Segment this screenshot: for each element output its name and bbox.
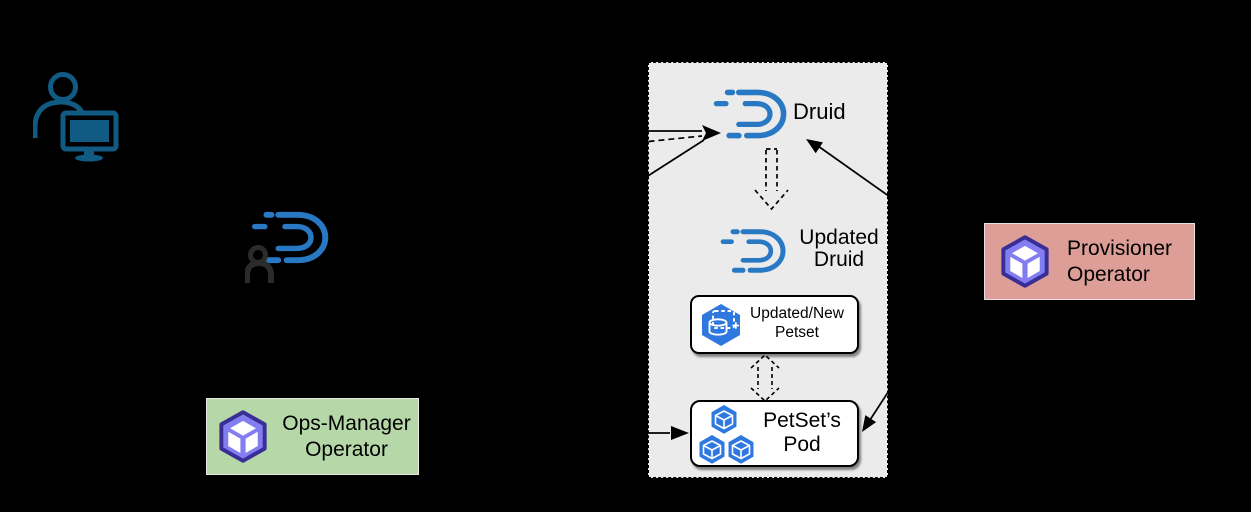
updated-druid-label: Updated Druid <box>794 227 884 271</box>
provisioner-operator-label: Provisioner Operator <box>1067 236 1172 288</box>
ops-manager-label-line1: Ops-Manager <box>282 411 411 435</box>
updated-petset-label: Updated/New Petset <box>742 304 852 342</box>
pod-label-line1: PetSet’s <box>763 409 841 432</box>
druid-label: Druid <box>793 99 846 124</box>
operator-cube-icon <box>217 409 269 464</box>
updated-druid-label-line1: Updated <box>799 226 879 249</box>
petset-label-line1: Updated/New <box>750 305 844 322</box>
pod-icon <box>697 434 727 465</box>
druid-logo <box>710 86 790 142</box>
updated-druid-label-line2: Druid <box>813 248 865 271</box>
provisioner-label-line2: Operator <box>1067 262 1150 286</box>
petset-pod-label: PetSet’s Pod <box>752 409 852 457</box>
operator-cube-icon <box>999 234 1051 289</box>
pod-icon <box>726 434 756 465</box>
ops-manager-operator-label: Ops-Manager Operator <box>275 411 418 463</box>
updated-druid-logo <box>717 226 789 276</box>
admin-user-computer-icon <box>33 68 119 162</box>
ops-manager-label-line2: Operator <box>305 437 388 461</box>
user-icon <box>245 243 295 283</box>
statefulset-icon <box>698 302 744 348</box>
pod-icon <box>709 404 739 435</box>
pod-label-line2: Pod <box>783 433 821 456</box>
ops-manager-operator-box: Ops-Manager Operator <box>206 398 419 475</box>
provisioner-operator-box: Provisioner Operator <box>984 223 1195 300</box>
arrow-ops-manager-to-druid <box>308 139 705 394</box>
provisioner-label-line1: Provisioner <box>1067 236 1173 260</box>
petset-label-line2: Petset <box>775 324 819 341</box>
